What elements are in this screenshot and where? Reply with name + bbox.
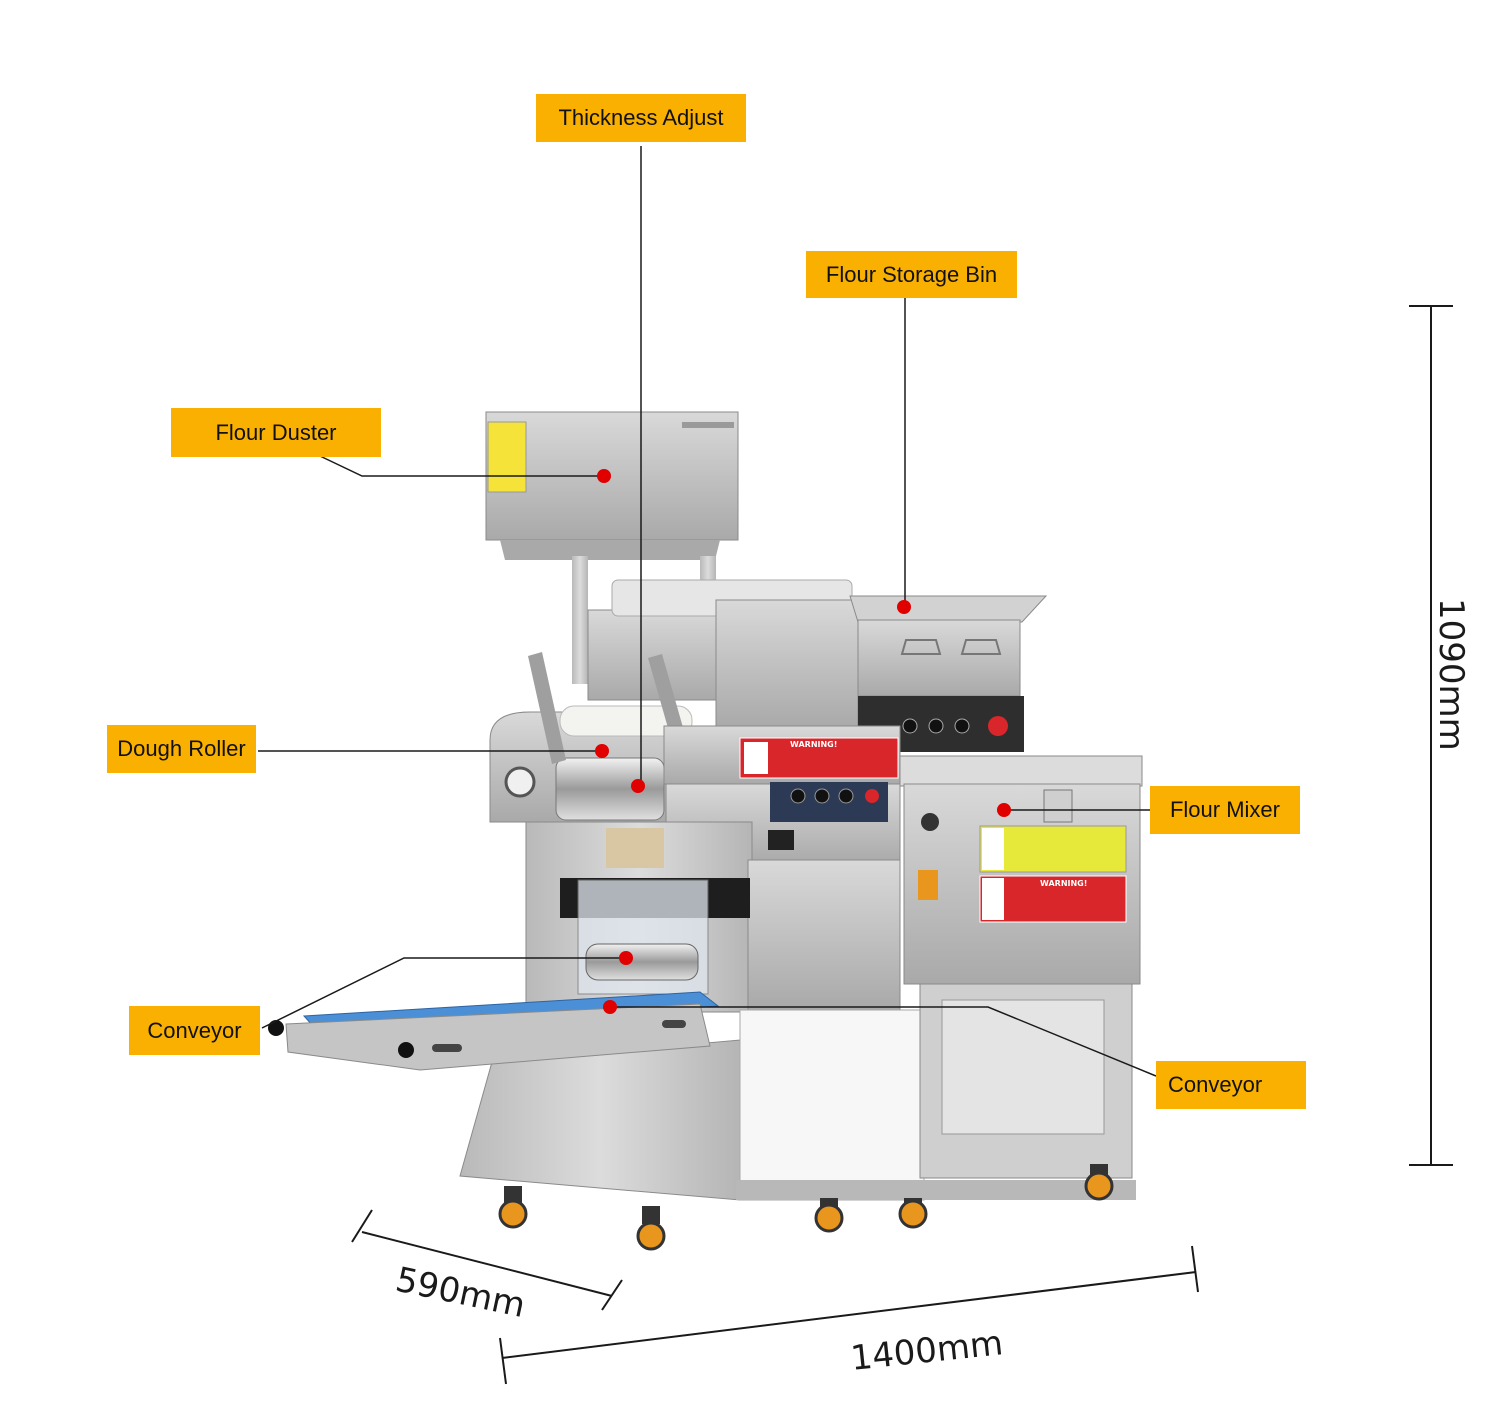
- marker-thickness-adjust: [631, 779, 645, 793]
- width-dimension-label: 1400mm: [849, 1323, 1005, 1379]
- machine-base: [459, 983, 1136, 1201]
- warning-sign-upper: WARNING!: [790, 740, 838, 749]
- leader-flour-duster: [319, 455, 604, 477]
- leader-conveyor-right: [610, 1006, 1157, 1077]
- label-conveyor-right: Conveyor: [1156, 1061, 1306, 1109]
- dimension-lines: [351, 305, 1453, 1385]
- height-dimension-label: 1090mm: [1431, 598, 1471, 751]
- marker-flour-duster: [597, 469, 611, 483]
- roller-housing: [587, 579, 859, 729]
- warning-sign-lower: WARNING!: [1040, 879, 1088, 888]
- width-dimension-line: [501, 1271, 1197, 1359]
- label-dough-roller: Dough Roller: [107, 725, 256, 773]
- machine-body-lower: [525, 821, 901, 1013]
- leader-conveyor-left: [261, 957, 626, 1029]
- marker-flour-storage-bin: [897, 600, 911, 614]
- leader-lines: [258, 146, 1157, 1077]
- flour-mixer-unit: [899, 755, 1143, 985]
- label-flour-duster: Flour Duster: [171, 408, 381, 457]
- label-flour-storage-bin: Flour Storage Bin: [806, 251, 1017, 298]
- label-flour-mixer: Flour Mixer: [1150, 786, 1300, 834]
- dough-roller-unit: [489, 652, 693, 823]
- marker-dough-roller: [595, 744, 609, 758]
- markers: [595, 469, 1011, 1014]
- depth-dimension-line: [361, 1231, 613, 1297]
- marker-conveyor-left: [619, 951, 633, 965]
- casters: [498, 1164, 1114, 1251]
- label-thickness-adjust: Thickness Adjust: [536, 94, 746, 142]
- marker-flour-mixer: [997, 803, 1011, 817]
- label-conveyor-left: Conveyor: [129, 1006, 260, 1055]
- marker-conveyor-right: [603, 1000, 617, 1014]
